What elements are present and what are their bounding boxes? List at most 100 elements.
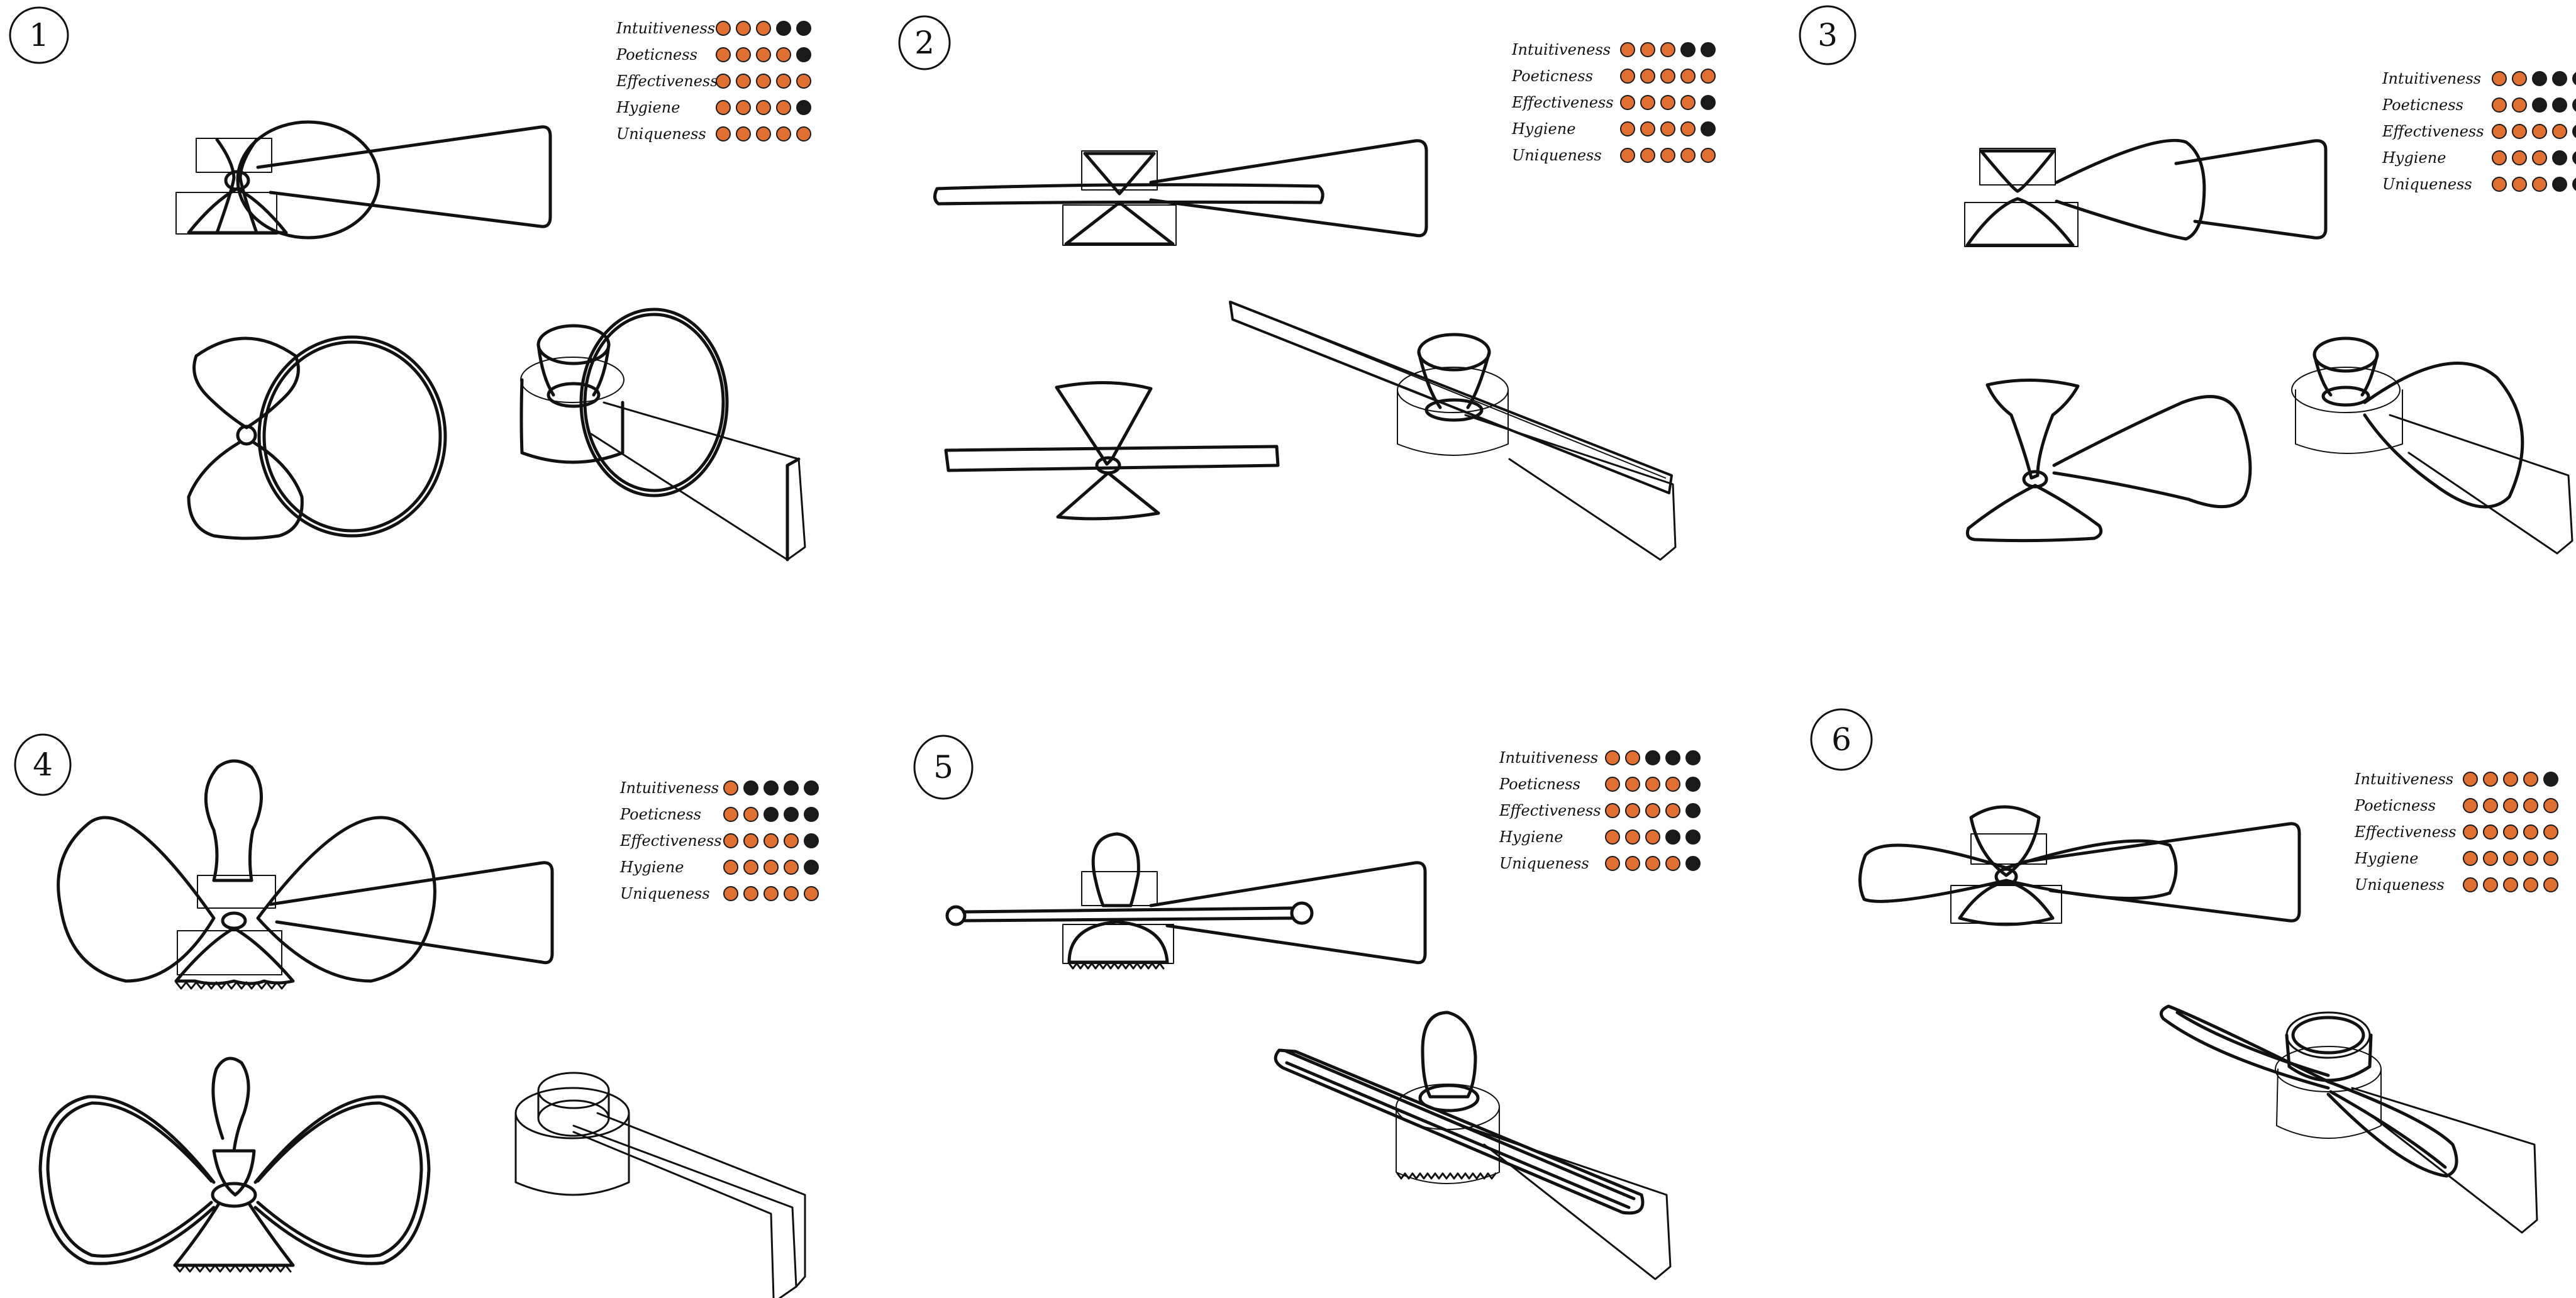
empty-score-dot [2552, 97, 2567, 113]
filled-score-dot [736, 74, 751, 89]
filled-score-dot [784, 886, 799, 901]
empty-score-dot [1665, 829, 1680, 845]
rating-row: Poeticness [2382, 92, 2576, 118]
empty-score-dot [1680, 42, 1696, 57]
score-dots [2463, 851, 2563, 866]
filled-score-dot [716, 74, 731, 89]
filled-score-dot [1680, 148, 1696, 163]
number-circle-3 [1799, 5, 1857, 65]
rating-row: Effectiveness [1499, 797, 1706, 824]
empty-score-dot [1685, 829, 1701, 845]
filled-score-dot [2532, 150, 2547, 165]
rating-row: Intuitiveness [2382, 65, 2576, 92]
filled-score-dot [1605, 829, 1620, 845]
score-dots [723, 886, 824, 901]
filled-score-dot [2543, 851, 2558, 866]
filled-score-dot [2483, 772, 2498, 787]
panel-4-iso-view [514, 1072, 806, 1298]
filled-score-dot [2543, 824, 2558, 840]
filled-score-dot [756, 126, 771, 141]
score-dots [1605, 777, 1706, 792]
criterion-label: Effectiveness [1512, 94, 1614, 111]
criterion-label: Uniqueness [620, 885, 710, 902]
filled-score-dot [2523, 772, 2538, 787]
filled-score-dot [1625, 750, 1640, 765]
filled-score-dot [1640, 148, 1655, 163]
filled-score-dot [1680, 69, 1696, 84]
filled-score-dot [743, 833, 758, 848]
filled-score-dot [2523, 851, 2538, 866]
score-dots [2492, 97, 2576, 113]
empty-score-dot [1701, 42, 1716, 57]
filled-score-dot [2532, 124, 2547, 139]
filled-score-dot [2492, 97, 2507, 113]
filled-score-dot [1625, 777, 1640, 792]
filled-score-dot [763, 886, 779, 901]
filled-score-dot [2532, 177, 2547, 192]
filled-score-dot [2503, 877, 2518, 892]
criterion-label: Effectiveness [616, 72, 718, 90]
rating-row: Hygiene [616, 94, 816, 121]
filled-score-dot [1620, 121, 1635, 136]
filled-score-dot [1605, 750, 1620, 765]
number-circle-4 [14, 733, 72, 796]
rating-row: Hygiene [620, 854, 824, 880]
filled-score-dot [1645, 803, 1660, 818]
filled-score-dot [1625, 829, 1640, 845]
score-dots [1605, 829, 1706, 845]
filled-score-dot [736, 21, 751, 36]
rating-row: Poeticness [1512, 63, 1721, 89]
filled-score-dot [1665, 856, 1680, 871]
panel-2-sketches [933, 139, 1677, 561]
filled-score-dot [1680, 121, 1696, 136]
score-dots [716, 47, 816, 62]
filled-score-dot [1645, 829, 1660, 845]
filled-score-dot [1640, 42, 1655, 57]
panel-6-sketches [1858, 805, 2538, 1234]
criterion-label: Intuitiveness [616, 19, 716, 37]
filled-score-dot [2492, 71, 2507, 86]
empty-score-dot [1665, 750, 1680, 765]
filled-score-dot [716, 47, 731, 62]
filled-score-dot [2483, 824, 2498, 840]
panel-4-top-view [57, 759, 554, 990]
filled-score-dot [1645, 856, 1660, 871]
panel-3-top-view [1964, 138, 2328, 247]
panel-3-side-view [1965, 378, 2252, 543]
number-circle-6 [1810, 708, 1873, 771]
rating-row: Intuitiveness [2355, 766, 2563, 792]
filled-score-dot [2543, 877, 2558, 892]
empty-score-dot [1685, 777, 1701, 792]
score-dots [1620, 69, 1721, 84]
filled-score-dot [2512, 124, 2527, 139]
panel-number-4: 4 [33, 746, 53, 783]
rating-row: Uniqueness [616, 121, 816, 147]
empty-score-dot [796, 47, 811, 62]
filled-score-dot [2523, 877, 2538, 892]
criterion-label: Effectiveness [620, 832, 722, 850]
criterion-label: Poeticness [1512, 67, 1593, 85]
panel-4-side-view [38, 1057, 431, 1273]
filled-score-dot [723, 886, 738, 901]
filled-score-dot [1605, 777, 1620, 792]
empty-score-dot [2572, 71, 2576, 86]
rating-row: Uniqueness [2355, 872, 2563, 898]
panel-number-1: 1 [29, 17, 49, 53]
filled-score-dot [1660, 42, 1675, 57]
panel-4-sketches [38, 759, 806, 1298]
score-dots [2463, 877, 2563, 892]
filled-score-dot [2503, 798, 2518, 813]
score-dots [1605, 856, 1706, 871]
rating-row: Effectiveness [1512, 89, 1721, 116]
score-dots [723, 833, 824, 848]
number-circle-2 [898, 15, 951, 70]
score-dots [723, 780, 824, 796]
criterion-label: Hygiene [620, 858, 684, 876]
filled-score-dot [2492, 150, 2507, 165]
rating-row: Poeticness [616, 42, 816, 68]
score-dots [1620, 121, 1721, 136]
filled-score-dot [796, 126, 811, 141]
empty-score-dot [804, 780, 819, 796]
